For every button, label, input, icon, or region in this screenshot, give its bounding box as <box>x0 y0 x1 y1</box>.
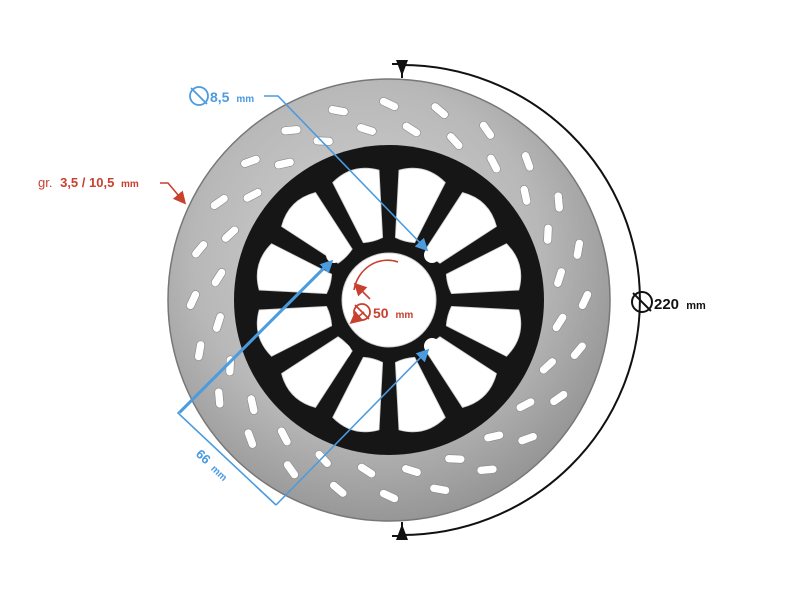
hole-diameter-unit: mm <box>236 94 254 105</box>
vent-slot <box>214 387 225 409</box>
hole-diameter-dimension: 8,5 mm <box>189 86 429 252</box>
vent-slot <box>521 151 534 172</box>
vent-slot <box>429 483 450 495</box>
vent-slot <box>483 430 504 443</box>
thickness-dimension: gr. 3,5 / 10,5 mm <box>38 175 187 205</box>
vent-slot <box>186 290 200 310</box>
vent-slot <box>539 357 557 375</box>
vent-slot <box>312 136 334 146</box>
brake-disc <box>167 78 611 522</box>
diameter-icon <box>353 303 371 321</box>
vent-slot <box>357 463 376 479</box>
vent-slot <box>552 313 568 332</box>
vent-slot <box>479 121 495 140</box>
vent-slot <box>486 153 501 174</box>
arrow-icon <box>396 524 408 540</box>
vent-slot <box>274 157 295 170</box>
center-bore-unit: mm <box>395 310 413 321</box>
outer-diameter-unit: mm <box>686 300 706 312</box>
vent-slot <box>191 240 208 259</box>
vent-slot <box>570 341 587 360</box>
vent-slot <box>379 97 399 111</box>
thickness-prefix: gr. <box>38 175 52 190</box>
leader-line <box>176 261 330 506</box>
vent-slot <box>519 185 532 206</box>
center-bore-value: 50 <box>373 305 389 321</box>
svg-text:gr. 3,5 / 10,5 mm: gr. 3,5 / 10,5 mm <box>38 175 139 190</box>
vent-slot <box>517 432 538 445</box>
vent-slot <box>280 125 302 136</box>
vent-slot <box>446 132 464 150</box>
leader-line <box>160 182 187 205</box>
vent-slot <box>444 454 466 464</box>
thickness-unit: mm <box>121 179 139 190</box>
hub-window <box>256 305 333 357</box>
hole-diameter-value: 8,5 <box>210 89 230 105</box>
svg-text:50 mm: 50 mm <box>373 305 413 321</box>
mounting-hole <box>326 247 342 263</box>
vent-slot <box>221 225 239 243</box>
vent-slot <box>578 290 592 310</box>
outer-diameter-dimension: 220 mm <box>392 60 706 540</box>
vent-slot <box>329 481 348 498</box>
vent-slot <box>246 394 259 415</box>
leader-line <box>264 95 429 252</box>
hub-window <box>394 167 446 244</box>
vent-slot <box>314 450 332 468</box>
vent-slot <box>210 194 229 210</box>
hub-window <box>394 356 446 433</box>
vent-slot <box>476 464 498 475</box>
vent-slot <box>194 340 206 361</box>
vent-slot <box>553 267 566 288</box>
bolt-circle-unit: mm <box>208 464 229 484</box>
vent-slot <box>242 188 263 203</box>
vent-slot <box>515 397 536 412</box>
vent-slot <box>283 460 299 479</box>
vent-slot <box>328 105 349 117</box>
vent-slot <box>543 223 553 245</box>
bolt-circle-value: 66 <box>193 446 214 467</box>
svg-text:8,5 mm: 8,5 mm <box>210 89 254 105</box>
vent-slot <box>210 268 226 287</box>
svg-text:220 mm: 220 mm <box>654 296 706 313</box>
mounting-hole <box>335 343 351 359</box>
hub-window <box>332 356 384 433</box>
hub-window <box>332 167 384 244</box>
vent-slot <box>240 155 261 168</box>
outer-diameter-value: 220 <box>654 296 679 313</box>
vent-slot <box>430 102 449 119</box>
thickness-value: 3,5 / 10,5 <box>60 175 114 190</box>
vent-slot <box>401 464 422 477</box>
vent-slots <box>186 97 592 503</box>
center-bore <box>341 252 437 348</box>
svg-text:66 mm: 66 mm <box>193 446 232 484</box>
diameter-icon <box>189 86 209 106</box>
center-bore-dimension: 50 mm <box>349 259 413 325</box>
vent-slot <box>212 312 225 333</box>
arrow-icon <box>396 60 408 76</box>
vent-slot <box>244 428 257 449</box>
hub-window <box>281 192 353 264</box>
mounting-hole <box>424 247 440 263</box>
vent-slot <box>379 489 399 503</box>
hub-windows <box>256 167 522 433</box>
vent-slot <box>356 123 377 136</box>
vent-slot <box>549 390 568 406</box>
hub-window <box>445 305 522 357</box>
vent-slot <box>277 426 292 447</box>
vent-slot <box>572 239 584 260</box>
diameter-icon <box>631 291 653 313</box>
vent-slot <box>402 121 421 137</box>
hub-window <box>445 243 522 295</box>
hub-window <box>256 243 333 295</box>
vent-slot <box>553 191 564 213</box>
